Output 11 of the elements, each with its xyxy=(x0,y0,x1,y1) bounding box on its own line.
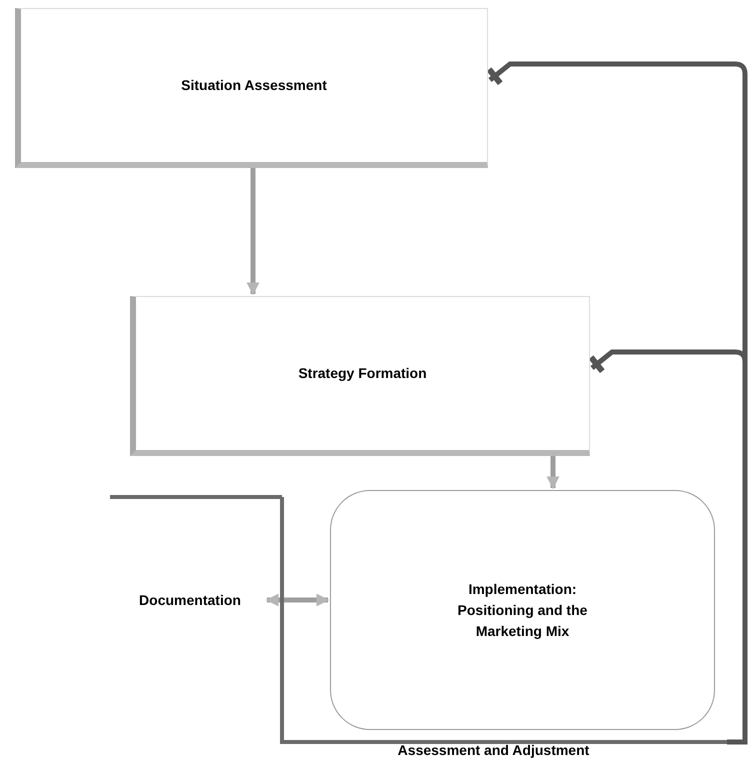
node-label: Documentation xyxy=(139,590,241,610)
node-label: Assessment and Adjustment xyxy=(398,742,590,758)
node-label: Strategy Formation xyxy=(298,364,427,383)
node-label: Implementation: Positioning and the Marketing Mix xyxy=(456,580,588,641)
process-box xyxy=(130,296,590,456)
process-box xyxy=(15,8,488,168)
arrow xyxy=(546,456,560,490)
node-label: Situation Assessment xyxy=(181,76,327,95)
arrow xyxy=(266,594,330,606)
rounded-process-box xyxy=(330,490,715,730)
arrow xyxy=(246,168,260,296)
